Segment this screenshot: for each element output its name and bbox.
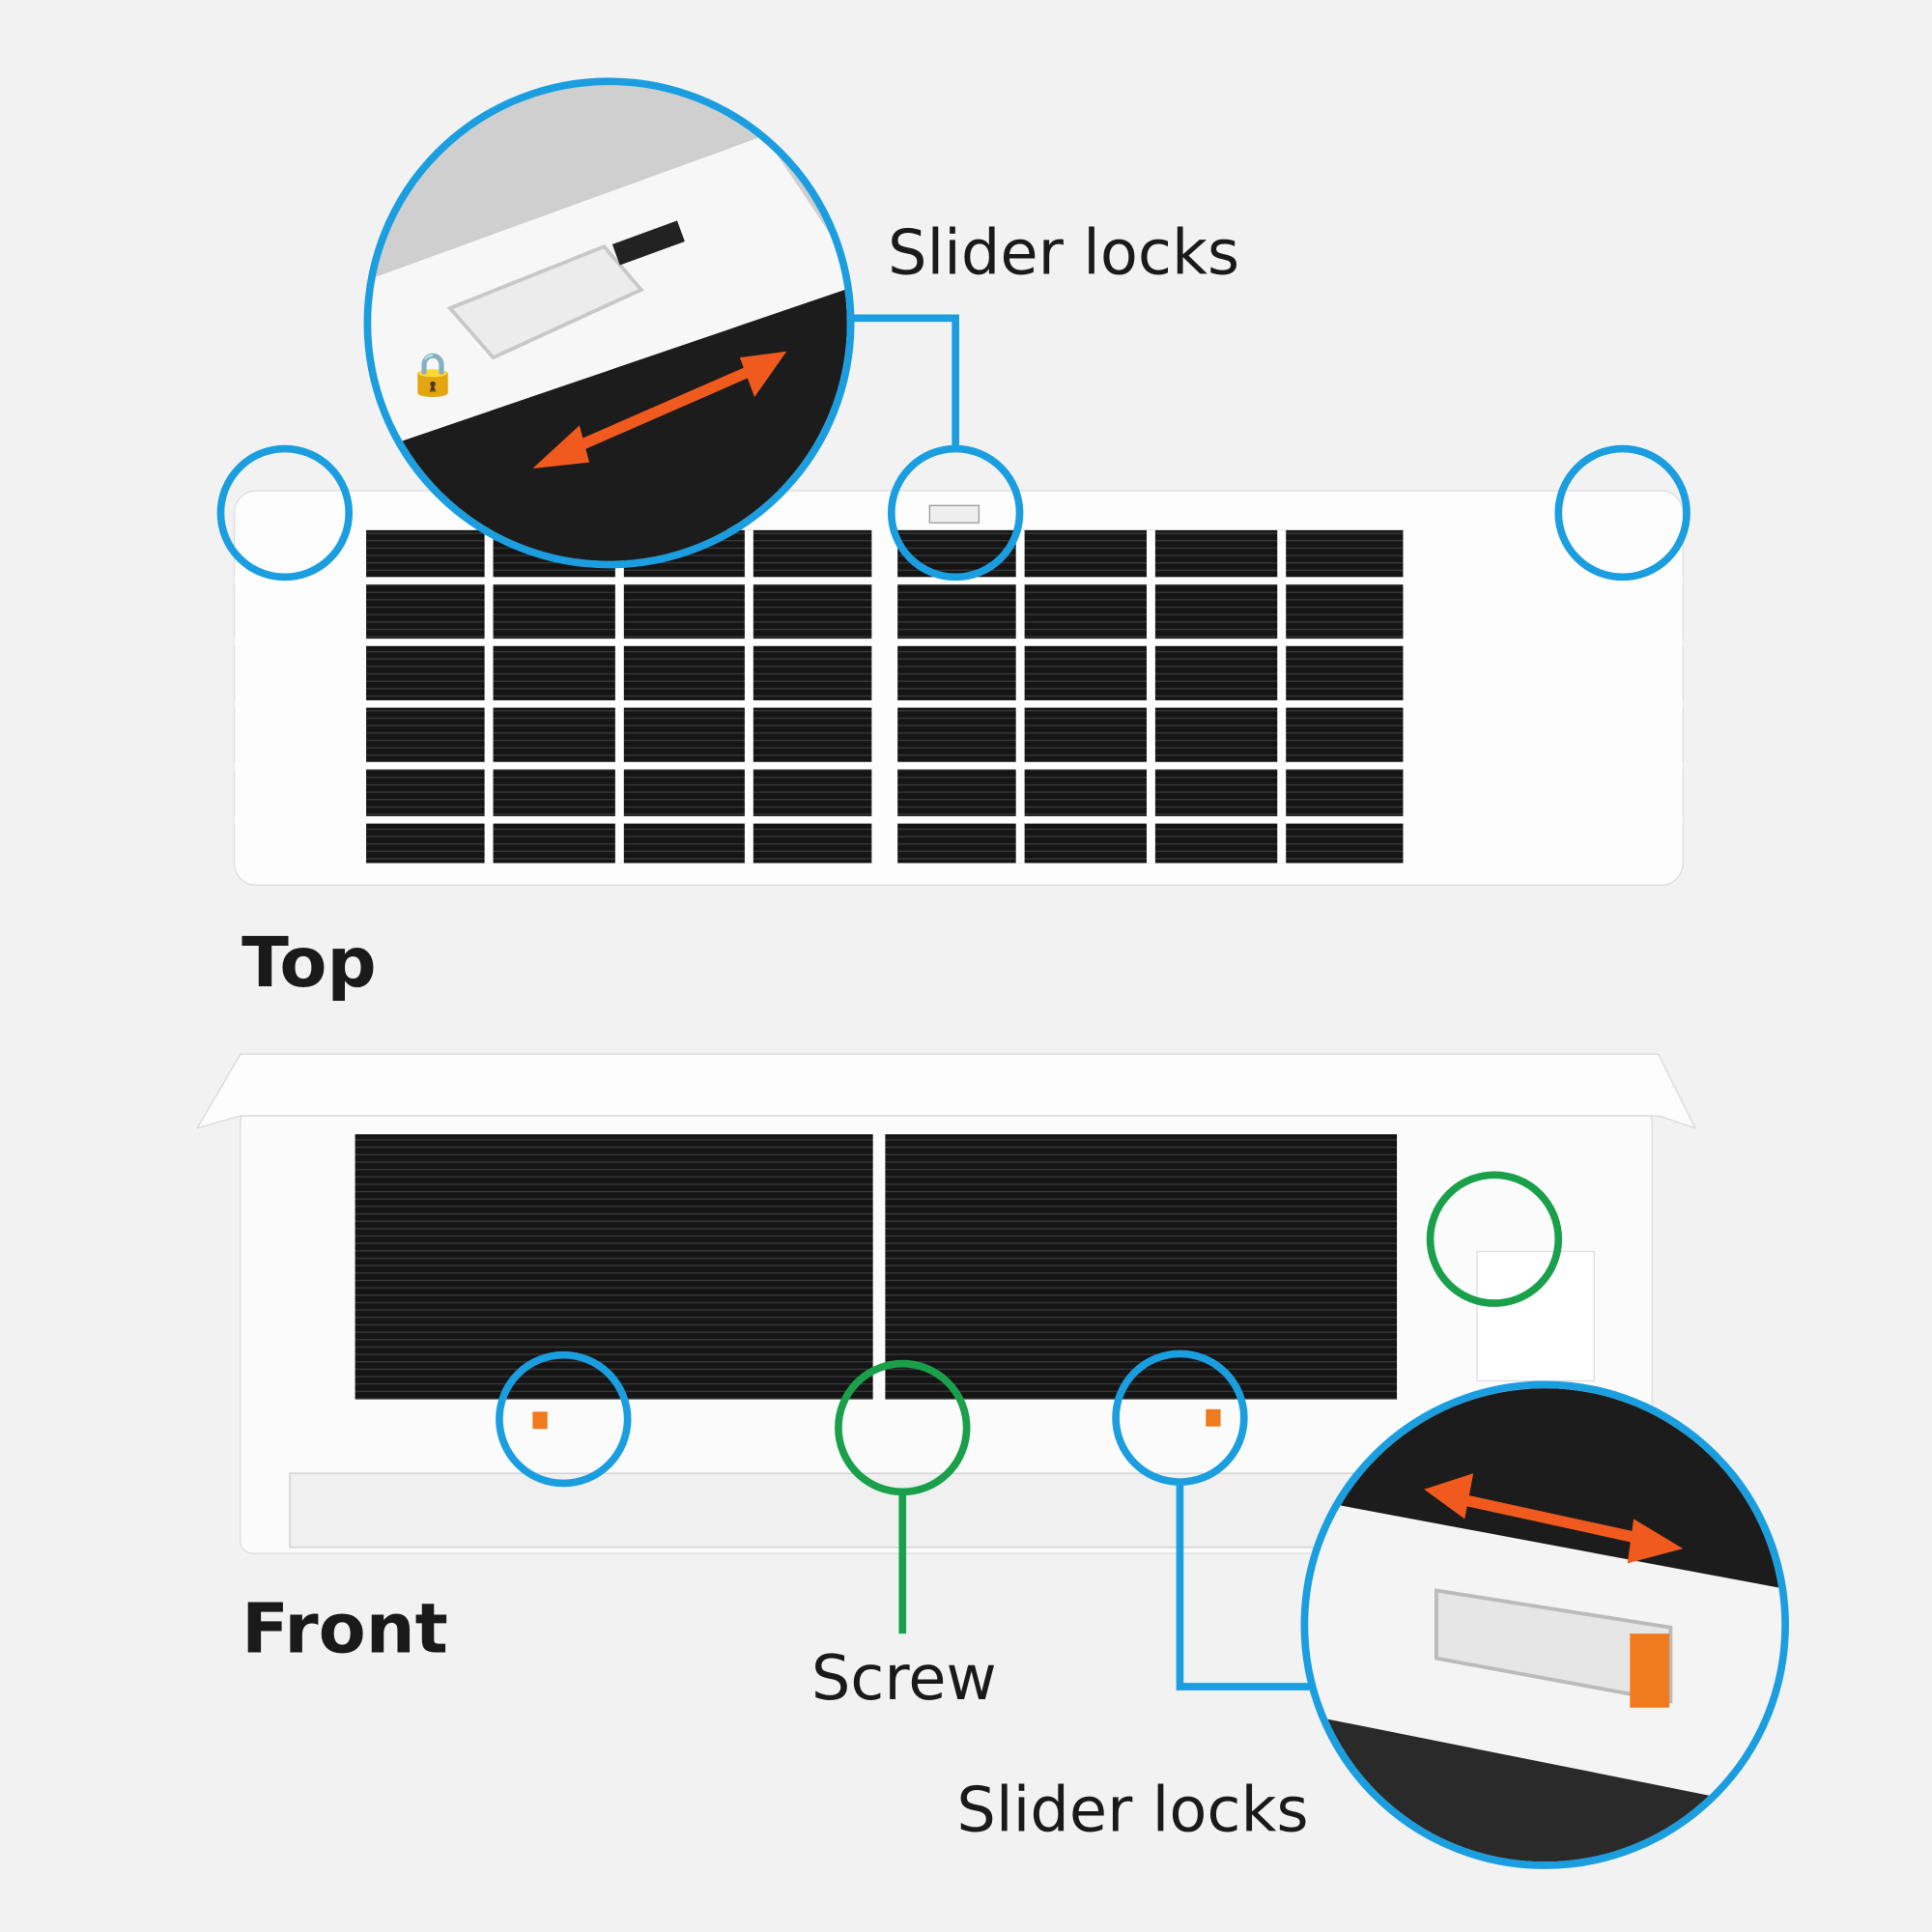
front-view-unit [195, 1053, 1697, 1554]
screw-label: Screw [811, 1643, 997, 1715]
double-arrow-icon [532, 351, 787, 469]
double-arrow-icon [1424, 1473, 1684, 1564]
top-view-unit [233, 490, 1684, 887]
bottom-zoom-inset [1300, 1380, 1789, 1869]
slider-lock-marker-right [1554, 444, 1690, 582]
lock-icon: 🔒 [407, 352, 459, 398]
slider-lock-marker-front-left [496, 1350, 632, 1488]
slider-tab [446, 243, 644, 360]
top-zoom-inset: 🔒 [363, 77, 855, 569]
top-callout-label: Slider locks [888, 217, 1239, 289]
screw-marker-right [1426, 1171, 1563, 1307]
slider-tab [532, 1411, 548, 1430]
slider-tab [1206, 1408, 1221, 1427]
front-view-label: Front [242, 1588, 448, 1668]
slider-tab [1630, 1634, 1670, 1708]
bottom-callout-label: Slider locks [956, 1775, 1308, 1846]
top-view-label: Top [242, 923, 377, 1003]
slider-lock-marker-left [216, 444, 354, 582]
top-callout-line [850, 314, 959, 449]
bottom-callout-line [1176, 1482, 1310, 1690]
